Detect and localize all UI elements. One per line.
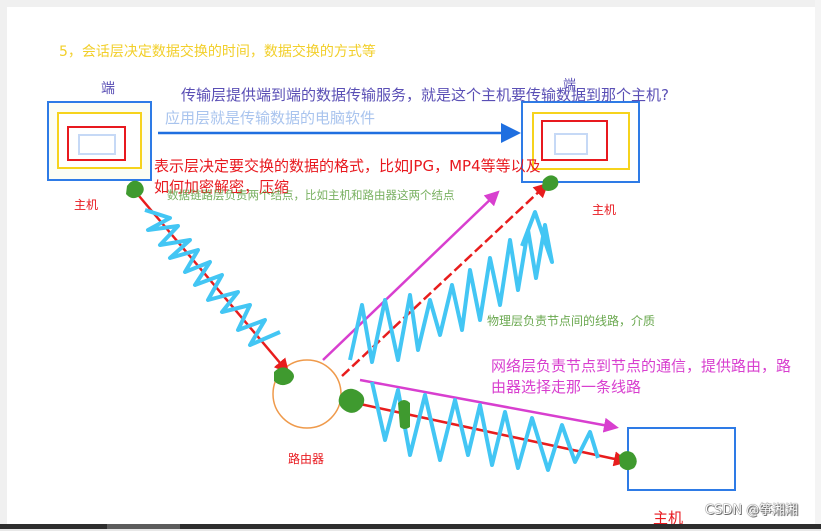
left-host: [47, 101, 152, 181]
right-end-label: 端: [563, 78, 577, 93]
network-arrow: [359, 378, 619, 433]
bottom-host-label: 主机: [653, 509, 684, 525]
scrollbar-thumb[interactable]: [107, 524, 180, 529]
diagram-canvas: 5，会话层决定数据交换的时间，数据交换的方式等 端 端 传输层提供端到端的数据传…: [7, 7, 815, 525]
transport-layer-note: 传输层提供端到端的数据传输服务，就是这个主机要传输数据到那个主机?: [181, 86, 669, 104]
network-layer-note-line1: 网络层负责节点到节点的通信，提供路由，路: [491, 357, 792, 375]
node-right-host: [542, 175, 559, 191]
physical-scribble-left: [144, 208, 281, 347]
left-end-label: 端: [101, 81, 115, 97]
right-margin: [815, 0, 821, 524]
presentation-layer-note-line2: 如何加密解密，压缩: [154, 178, 290, 196]
node-router-right-2: [398, 400, 410, 429]
diagram-graphics: [47, 101, 736, 491]
right-host-yellow-box: [532, 112, 630, 170]
left-host-red-box: [67, 126, 126, 161]
node-left-host: [126, 180, 144, 199]
node-router-top: [274, 367, 294, 386]
network-layer-note-line2: 由器选择走那一条线路: [491, 378, 642, 396]
router-label: 路由器: [288, 452, 325, 466]
right-host-red-box: [541, 120, 608, 161]
right-host: [521, 101, 640, 183]
left-host-label: 主机: [74, 198, 99, 212]
physical-scribble-middle: [348, 210, 554, 364]
left-host-yellow-box: [57, 112, 142, 169]
physical-layer-note: 物理层负责节点间的线路，介质: [487, 314, 656, 328]
bottom-host-box: [627, 427, 736, 491]
left-host-inner-box: [78, 134, 116, 155]
horizontal-scrollbar[interactable]: [0, 524, 821, 529]
node-router-right: [338, 388, 365, 413]
session-layer-note: 5，会话层决定数据交换的时间，数据交换的方式等: [59, 44, 376, 60]
right-host-inner-box: [554, 133, 588, 155]
physical-scribble-right: [370, 381, 600, 472]
datalink-layer-note: 数据链路层负责两个结点，比如主机和路由器这两个结点: [167, 188, 455, 202]
application-layer-note: 应用层就是传输数据的电脑软件: [165, 109, 376, 127]
right-host-label: 主机: [592, 203, 617, 217]
watermark: CSDN @筝湘湘: [705, 503, 799, 518]
bottom-margin: [0, 529, 821, 531]
datalink-arrow: [322, 190, 500, 361]
node-bottom-host: [619, 451, 637, 471]
presentation-layer-note-line1: 表示层决定要交换的数据的格式，比如JPG，MP4等等以及: [154, 157, 541, 175]
